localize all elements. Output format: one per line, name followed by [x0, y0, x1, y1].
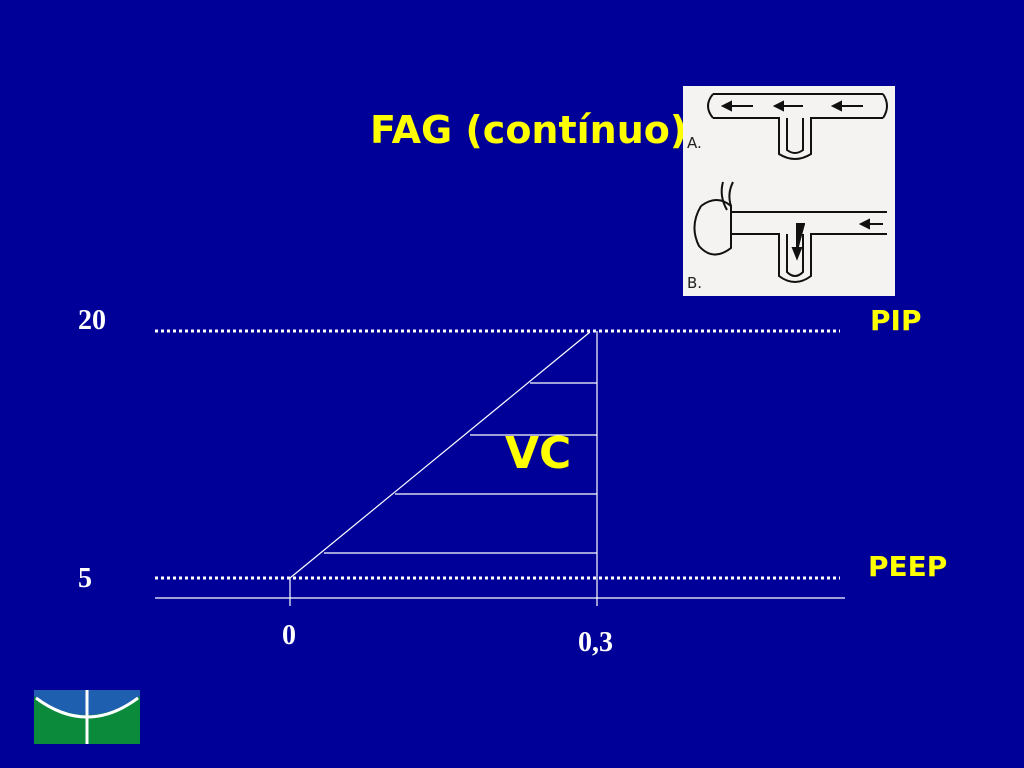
- vc-label: VC: [505, 428, 572, 479]
- peep-label: PEEP: [868, 550, 948, 583]
- x-tick-start: 0: [282, 620, 296, 651]
- pip-label: PIP: [870, 304, 922, 337]
- t-piece-illustration: A. B.: [683, 86, 895, 296]
- y-tick-bottom: 5: [78, 563, 92, 594]
- inset-label-b: B.: [687, 274, 703, 292]
- x-tick-end: 0,3: [578, 627, 613, 658]
- inset-label-a: A.: [687, 134, 702, 152]
- y-tick-top: 20: [78, 305, 106, 336]
- slide-title: FAG (contínuo): [370, 108, 688, 152]
- pressure-ramp: [289, 331, 591, 579]
- university-logo: [34, 690, 140, 744]
